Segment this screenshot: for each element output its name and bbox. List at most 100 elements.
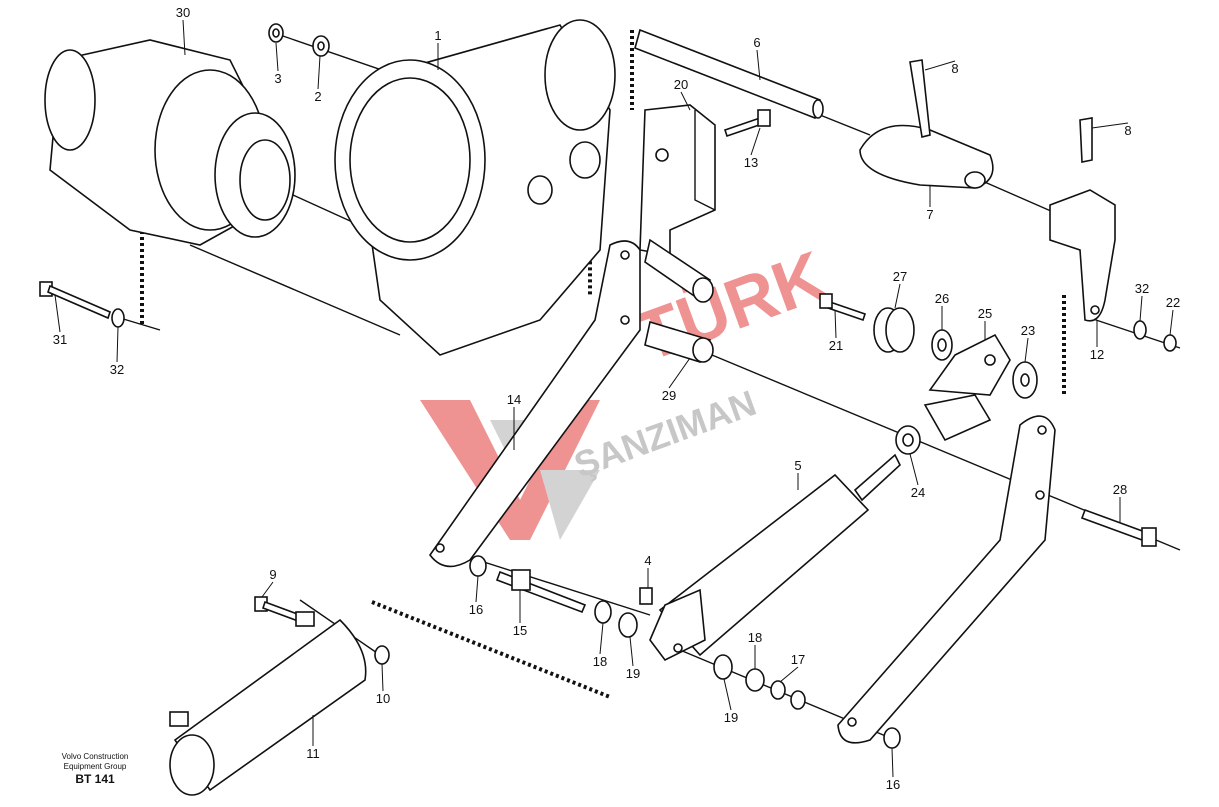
part-16-nut <box>469 555 487 577</box>
part-10-nut <box>374 645 390 665</box>
leader-line <box>909 453 919 486</box>
part-8-pin-2 <box>1079 117 1093 163</box>
callout-1: 1 <box>434 28 441 43</box>
callout-17: 17 <box>791 652 805 667</box>
part-7-lever <box>859 124 994 189</box>
callout-10: 10 <box>376 691 390 706</box>
callout-22: 22 <box>1166 295 1180 310</box>
leader-line <box>779 666 799 683</box>
part-13-bolt <box>723 109 771 138</box>
callout-19: 19 <box>626 666 640 681</box>
part-4-fitting <box>639 587 653 605</box>
callout-30: 30 <box>176 5 190 20</box>
diagram-code: BT 141 <box>75 772 115 786</box>
part-31-bolt <box>39 281 111 320</box>
callout-26: 26 <box>935 291 949 306</box>
callout-18: 18 <box>748 630 762 645</box>
callout-21: 21 <box>829 338 843 353</box>
leader-line <box>668 357 691 389</box>
leader-line <box>1024 337 1029 363</box>
part-26-washer <box>931 329 953 361</box>
leader-line <box>680 91 691 111</box>
leader-line <box>750 127 761 156</box>
callout-8: 8 <box>1124 123 1131 138</box>
part-2-washer <box>312 35 330 57</box>
part-1-housing <box>334 19 616 356</box>
leader-line <box>834 309 837 339</box>
callout-4: 4 <box>644 553 651 568</box>
part-23-washer <box>1012 361 1038 399</box>
callout-14: 14 <box>507 392 521 407</box>
callout-27: 27 <box>893 269 907 284</box>
callout-20: 20 <box>674 77 688 92</box>
part-32-washer-2 <box>1133 320 1147 340</box>
leader-line <box>599 622 604 655</box>
leader-line <box>1139 295 1143 322</box>
part-17-nuts <box>770 680 806 710</box>
callout-19: 19 <box>724 710 738 725</box>
part-19-bushing <box>618 612 638 638</box>
callout-5: 5 <box>794 458 801 473</box>
leader-line <box>381 663 384 692</box>
callout-18: 18 <box>593 654 607 669</box>
leader-line <box>756 49 761 81</box>
callout-16: 16 <box>469 602 483 617</box>
part-32-washer <box>111 308 125 328</box>
part-16-nut-2 <box>883 727 901 749</box>
callout-11: 11 <box>306 746 320 761</box>
part-12-arm <box>1049 189 1116 322</box>
callout-9: 9 <box>269 567 276 582</box>
callout-32: 32 <box>1135 281 1149 296</box>
callout-31: 31 <box>53 332 67 347</box>
callout-2: 2 <box>314 89 321 104</box>
part-18-washer-2 <box>745 668 765 692</box>
callout-32: 32 <box>110 362 124 377</box>
leader-line <box>182 19 186 56</box>
callout-3: 3 <box>274 71 281 86</box>
part-20-bracket <box>639 104 716 256</box>
leader-line <box>629 636 634 667</box>
leader-line <box>891 747 894 778</box>
leader-line <box>1091 122 1129 129</box>
credit-line-2: Equipment Group <box>63 762 127 771</box>
leader-line <box>924 60 956 71</box>
callout-16: 16 <box>886 777 900 792</box>
callout-28: 28 <box>1113 482 1127 497</box>
leader-line <box>54 294 61 333</box>
part-3-washer <box>268 23 284 43</box>
part-25-clevis <box>928 333 1011 396</box>
part-9-bolt <box>254 596 302 623</box>
leader-line <box>317 55 321 90</box>
part-link-right <box>837 415 1056 744</box>
callout-15: 15 <box>513 623 527 638</box>
leader-line <box>475 575 479 603</box>
leader-line <box>1169 309 1174 336</box>
credit-block: Volvo Construction Equipment Group BT 14… <box>40 752 150 786</box>
part-24-nut <box>895 425 921 455</box>
callout-23: 23 <box>1021 323 1035 338</box>
part-14-link <box>429 240 641 568</box>
callout-29: 29 <box>662 388 676 403</box>
part-22-nut <box>1163 334 1177 352</box>
leader-line <box>275 42 279 72</box>
callout-25: 25 <box>978 306 992 321</box>
part-5-cylinder <box>649 453 901 662</box>
part-11-clamp <box>169 611 367 796</box>
part-8-pin <box>909 59 931 138</box>
callout-12: 12 <box>1090 347 1104 362</box>
part-15-stud <box>495 569 587 614</box>
leader-line <box>723 678 732 711</box>
callout-6: 6 <box>753 35 760 50</box>
part-27-bushing <box>873 307 915 353</box>
leader-line <box>261 581 274 598</box>
callout-8: 8 <box>951 61 958 76</box>
part-21-bolt <box>819 293 867 322</box>
leader-line <box>894 283 901 309</box>
part-29-spacers <box>644 238 714 363</box>
rod-end <box>923 394 992 442</box>
part-18-washer <box>594 600 612 624</box>
part-19-bushing-2 <box>713 654 733 680</box>
leader-line <box>116 326 119 363</box>
